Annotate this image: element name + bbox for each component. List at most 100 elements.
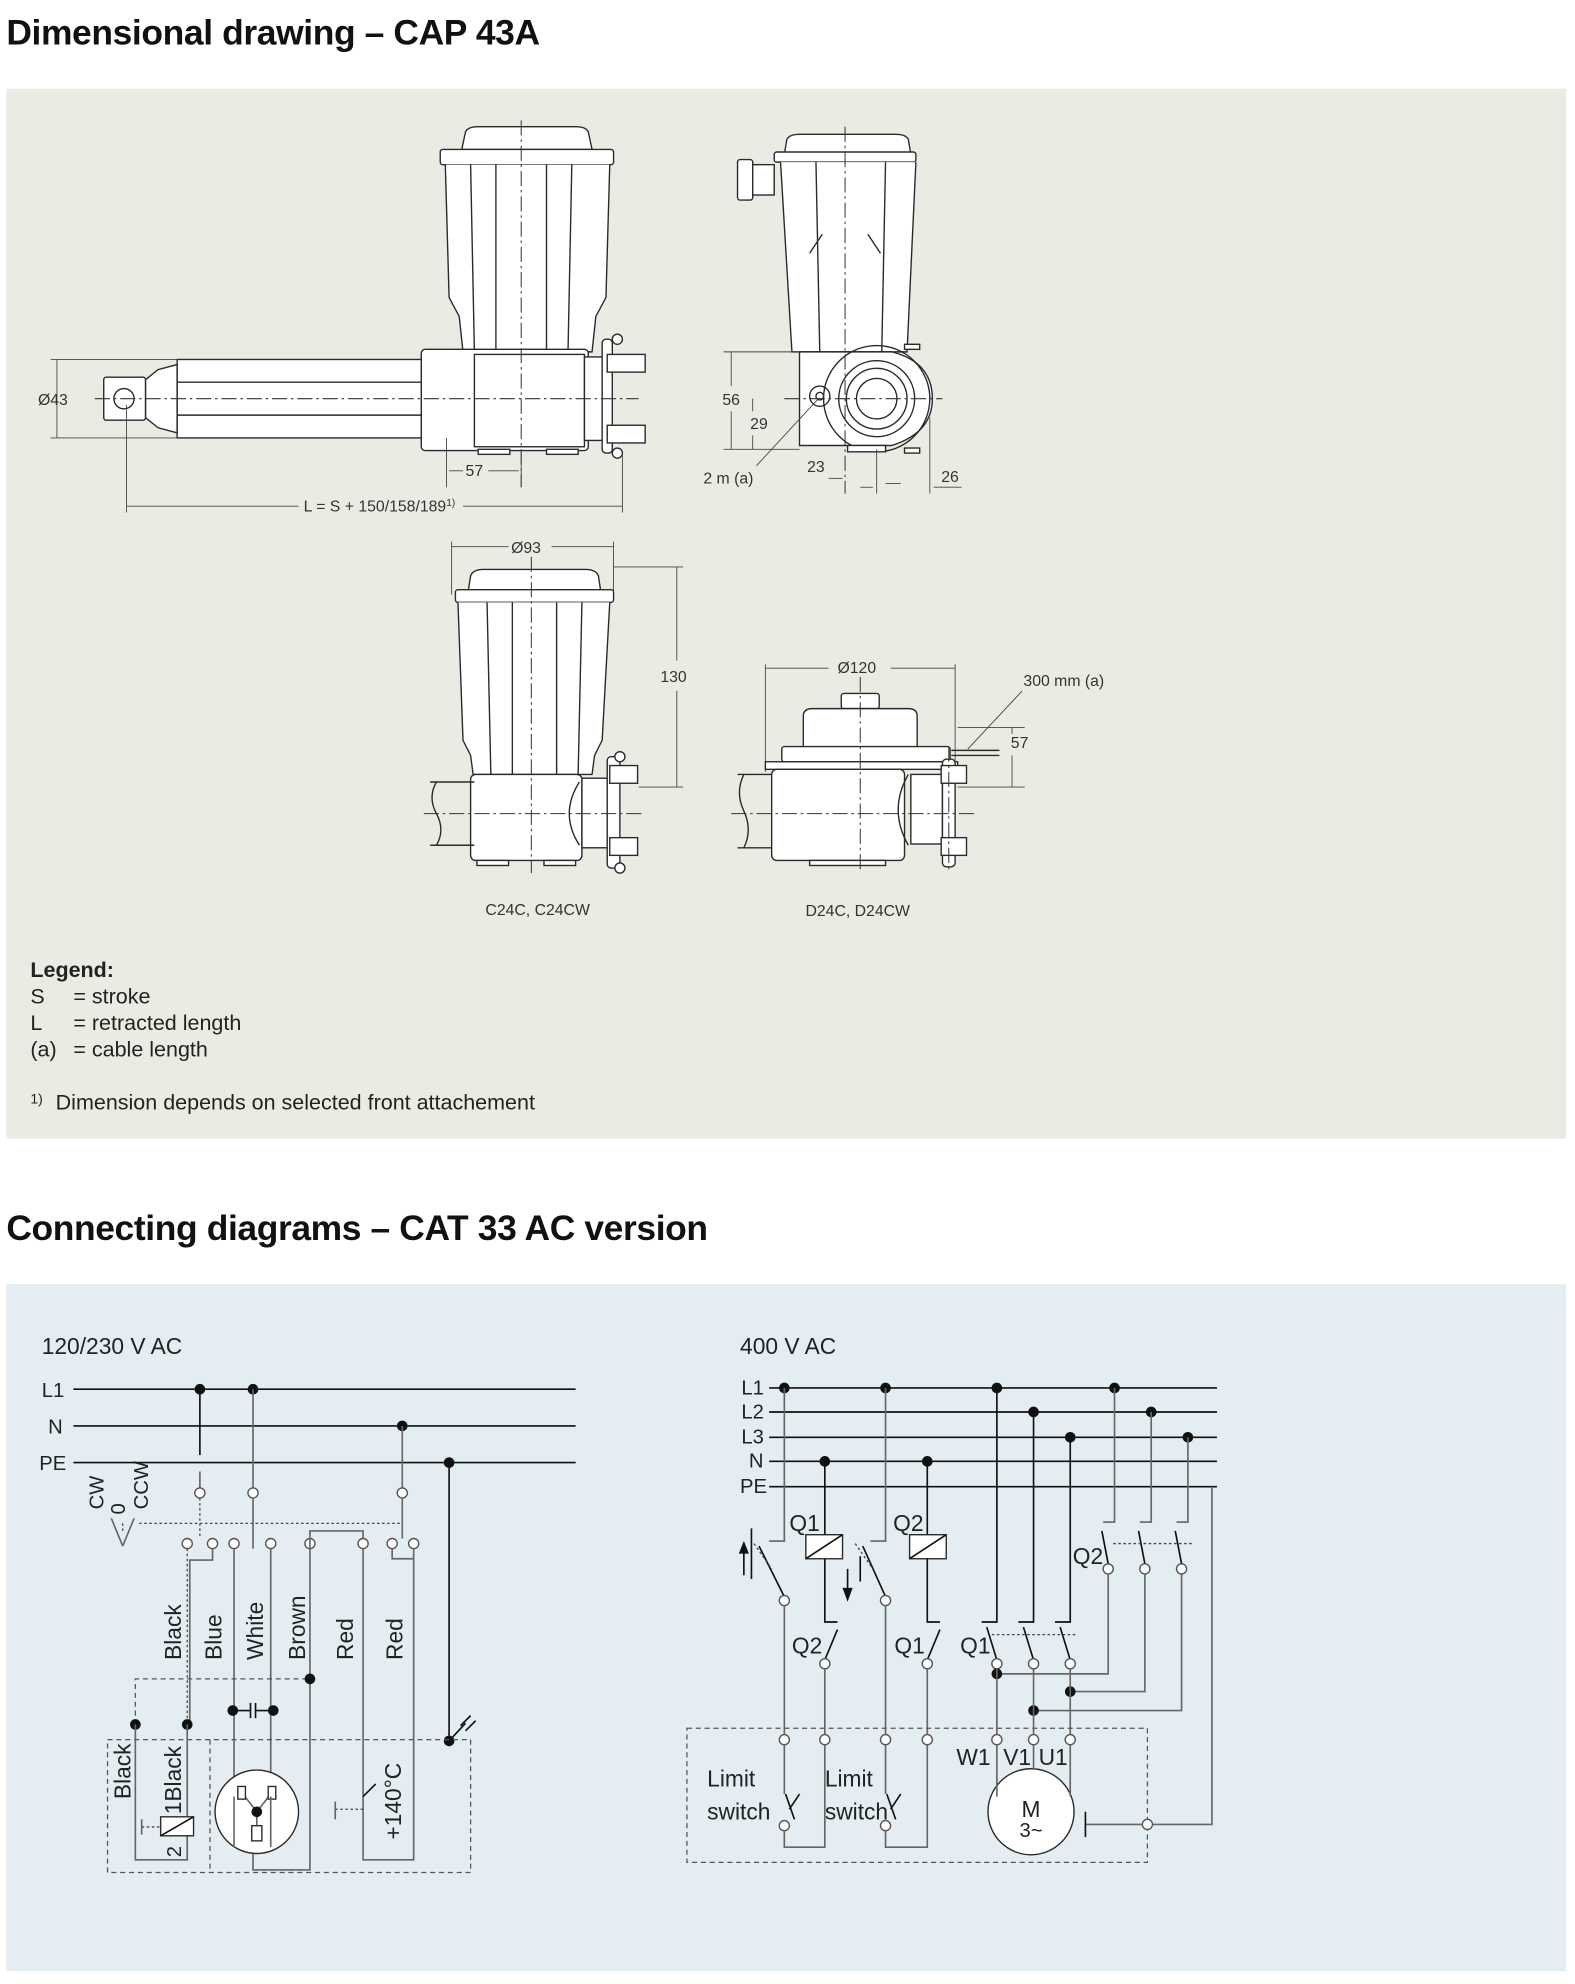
dimensional-drawings bbox=[50, 120, 1025, 874]
dim-length-formula: L = S + 150/158/189 bbox=[304, 498, 447, 515]
dim-57b: 57 bbox=[1011, 735, 1029, 752]
motor-body bbox=[457, 602, 611, 776]
connecting-diagrams bbox=[73, 1382, 1217, 1874]
drawing-circle bbox=[611, 333, 624, 345]
single-phase-labels: 120/230 V AC L1 N PE CW 0 CCW Black Blue… bbox=[39, 1333, 407, 1857]
drawing-shape bbox=[1070, 1573, 1146, 1693]
dim-56: 56 bbox=[722, 392, 740, 409]
motor-symbol-phase: 3~ bbox=[1019, 1820, 1042, 1842]
terminal-circle bbox=[396, 1487, 409, 1499]
legend-desc: = stroke bbox=[73, 984, 150, 1008]
drawing-line bbox=[854, 1543, 874, 1570]
terminal-circle bbox=[264, 1537, 277, 1550]
dim-length: L = S + 150/158/1891) bbox=[304, 498, 456, 515]
drawing-line bbox=[926, 1629, 941, 1661]
terminal-v1: V1 bbox=[1003, 1744, 1031, 1770]
contactor-label-q1: Q1 bbox=[789, 1510, 819, 1536]
terminal-circle bbox=[819, 1657, 831, 1670]
drawing-line bbox=[824, 1629, 839, 1661]
motor-cap bbox=[467, 568, 602, 593]
connecting-panel bbox=[6, 1284, 1567, 1972]
motor-body bbox=[779, 162, 917, 353]
footnote-mark: 1) bbox=[30, 1090, 42, 1106]
drawing-shape bbox=[391, 1548, 414, 1560]
drawing-circle bbox=[815, 391, 825, 401]
terminal-circle bbox=[1141, 1818, 1154, 1831]
limit-switch-label: Limit bbox=[825, 1765, 874, 1791]
drawing-line bbox=[448, 1722, 467, 1742]
drawing-shape bbox=[781, 745, 951, 763]
drawing-line bbox=[809, 233, 823, 254]
drawing-shape bbox=[1055, 1437, 1072, 1623]
drawing-shape bbox=[606, 353, 646, 373]
wire-label-red: Red bbox=[381, 1618, 407, 1660]
contactor-label-q2: Q2 bbox=[1073, 1543, 1103, 1569]
drawing-shape bbox=[1152, 1486, 1213, 1826]
dim-dia43: Ø43 bbox=[38, 392, 68, 409]
drawing-line bbox=[486, 602, 492, 775]
dim-130: 130 bbox=[660, 669, 687, 686]
switch-pos-cw: CW bbox=[87, 1475, 109, 1510]
drawing-line bbox=[881, 162, 887, 352]
terminal-circle bbox=[357, 1537, 369, 1550]
drawing-shape bbox=[981, 1387, 998, 1623]
drawing-shape bbox=[752, 163, 775, 196]
footnote-text: Dimension depends on selected front atta… bbox=[56, 1091, 535, 1115]
drawing-line bbox=[160, 1816, 194, 1837]
arrow-down-icon bbox=[842, 1587, 853, 1602]
limit-switch-label: Limit bbox=[707, 1765, 756, 1791]
terminal-circle bbox=[921, 1657, 934, 1670]
drawing-shape bbox=[473, 353, 586, 448]
dim-23: 23 bbox=[807, 459, 825, 476]
drawing-line bbox=[1059, 1626, 1072, 1661]
wire-label-red: Red bbox=[332, 1618, 358, 1660]
section-title-connecting: Connecting diagrams – CAT 33 AC version bbox=[6, 1208, 707, 1248]
drawing-line bbox=[1101, 1530, 1110, 1564]
dim-57: 57 bbox=[466, 463, 484, 480]
drawing-shape bbox=[903, 447, 921, 454]
terminal-circle bbox=[1175, 1563, 1188, 1575]
drawing-line bbox=[1174, 1530, 1183, 1564]
dim-cable-300mm: 300 mm (a) bbox=[1023, 673, 1104, 690]
drawing-shape bbox=[606, 424, 646, 444]
wire-label-white: White bbox=[242, 1602, 268, 1660]
drawing-line bbox=[567, 164, 573, 352]
brake-label-black: Black bbox=[109, 1743, 135, 1799]
drawing-shape bbox=[454, 589, 615, 604]
terminal-w1: W1 bbox=[956, 1744, 990, 1770]
legend-symbol: S bbox=[30, 984, 44, 1008]
motor-body bbox=[444, 164, 611, 353]
gear-housing bbox=[770, 768, 906, 862]
terminal-circle bbox=[386, 1537, 398, 1550]
brake-label-2: 2 bbox=[164, 1846, 186, 1857]
legend-title: Legend: bbox=[30, 958, 114, 982]
bus-label-pe: PE bbox=[740, 1476, 767, 1498]
drawing-shape bbox=[1139, 1412, 1153, 1523]
drawing-line bbox=[886, 1793, 897, 1820]
thermal-switch-label: +140°C bbox=[380, 1763, 406, 1840]
contactor-label-q2: Q2 bbox=[893, 1510, 923, 1536]
three-phase-labels: 400 V AC L1 L2 L3 N PE Q1 Q2 Q2 Q2 Q1 Q1… bbox=[707, 1333, 1103, 1842]
limit-switch-label: switch bbox=[825, 1798, 888, 1824]
dim-cable-2m: 2 m (a) bbox=[703, 470, 753, 487]
drawing-shape bbox=[134, 1724, 189, 1861]
terminal-circle bbox=[778, 1819, 791, 1832]
drawing-line bbox=[1022, 1626, 1035, 1661]
drawing-shape bbox=[251, 1824, 263, 1842]
bus-label-n: N bbox=[48, 1417, 63, 1439]
brake-label-1black: 1Black bbox=[160, 1745, 186, 1814]
dimension-labels: Ø43 57 L = S + 150/158/1891) 56 29 2 m (… bbox=[38, 392, 1104, 920]
terminal-circle bbox=[181, 1537, 193, 1550]
drawing-shape bbox=[846, 444, 887, 453]
single-phase-title: 120/230 V AC bbox=[42, 1333, 183, 1359]
terminal-u1: U1 bbox=[1039, 1744, 1068, 1770]
drawing-shape bbox=[910, 773, 944, 845]
legend-desc: = retracted length bbox=[73, 1011, 241, 1035]
drawing-line bbox=[464, 1720, 477, 1732]
drawing-shape bbox=[823, 1558, 838, 1623]
dim-dia93: Ø93 bbox=[511, 540, 541, 557]
drawing-shape bbox=[783, 1744, 826, 1849]
drawing-line bbox=[889, 1793, 902, 1810]
drawing-line bbox=[788, 1793, 801, 1810]
